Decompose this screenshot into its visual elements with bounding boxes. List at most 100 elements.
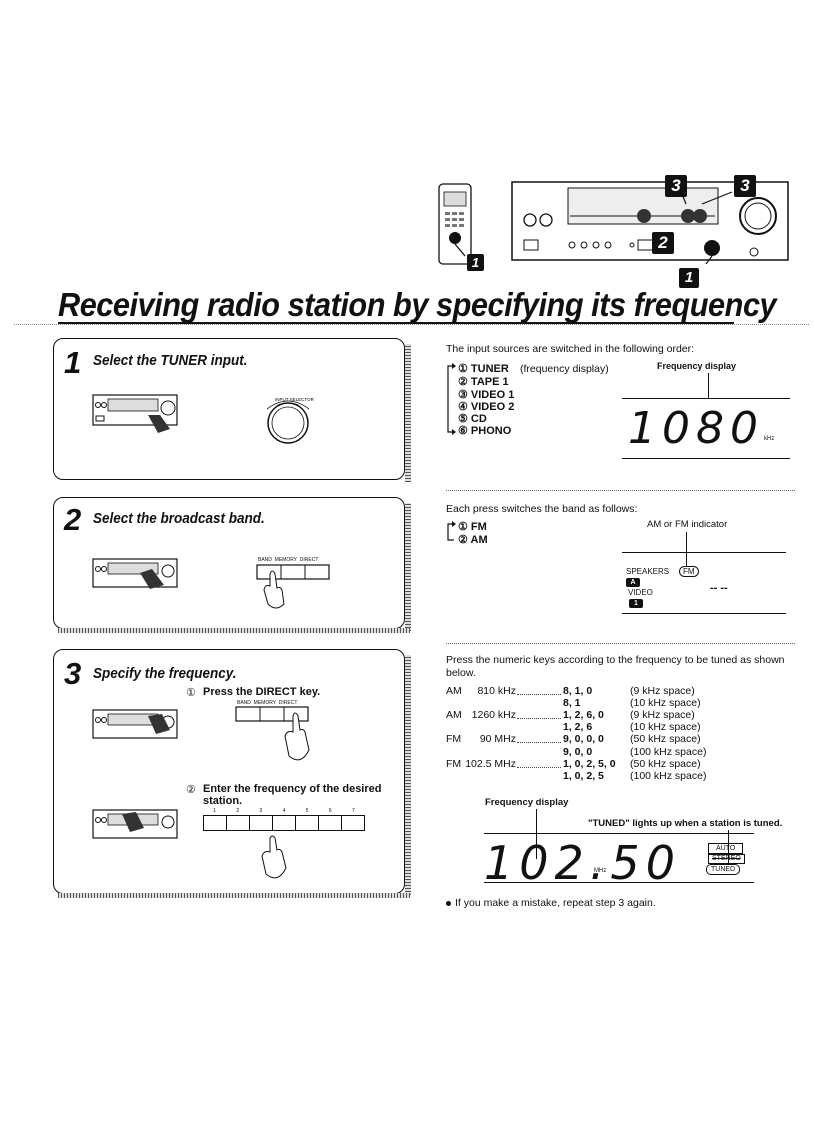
step-2-shadow-bottom xyxy=(58,628,410,633)
display-bottom-rule xyxy=(622,458,790,459)
keypad-labels-step3: BAND MEMORY DIRECT xyxy=(237,700,298,706)
band-item-fm: ① FM xyxy=(458,521,487,533)
input-item-tape1: ② TAPE 1 xyxy=(458,376,509,388)
freq-row-space: (10 kHz space) xyxy=(630,697,701,710)
section-divider-1 xyxy=(446,490,795,491)
step-1-number: 1 xyxy=(64,345,82,380)
band-intro: Each press switches the band as follows: xyxy=(446,503,638,515)
tuned-note: "TUNED" lights up when a station is tune… xyxy=(588,818,783,829)
mistake-note: If you make a mistake, repeat step 3 aga… xyxy=(455,897,656,909)
callout-badge-1b: 1 xyxy=(679,268,699,288)
stereo-indicator: STEREO xyxy=(708,854,745,864)
speakers-indicator: SPEAKERS xyxy=(626,567,670,576)
freq-row-space: (10 kHz space) xyxy=(630,721,701,734)
freq-row-keys: 1, 2, 6 xyxy=(563,721,593,734)
input-item-tuner: ① TUNER xyxy=(458,363,509,375)
display-pointer-line xyxy=(708,373,709,399)
numkey-label: 6 xyxy=(328,808,332,814)
numkey-label: 4 xyxy=(282,808,286,814)
band-item-am: ② AM xyxy=(458,534,488,546)
freq-row-keys: 8, 1 xyxy=(563,697,581,710)
band-cycle-bracket xyxy=(447,521,456,541)
step-3-shadow xyxy=(405,655,411,895)
cycle-bracket xyxy=(447,363,456,435)
input-selector-knob-illustration: INPUT SELECTOR xyxy=(266,397,315,444)
numkey-label: 3 xyxy=(259,808,263,814)
band-indicator-caption: AM or FM indicator xyxy=(647,519,728,530)
freq-row-band: AM xyxy=(446,685,462,697)
numkey-label: 2 xyxy=(236,808,240,814)
step-3-number: 3 xyxy=(64,656,82,691)
receiver-mini-illustration-3 xyxy=(92,709,178,739)
callout-badge-1: 1 xyxy=(467,254,484,271)
tuned-pointer-line xyxy=(728,830,729,864)
keypad-step3-illustration xyxy=(235,706,310,761)
freq-row-keys: 8, 1, 0 xyxy=(563,685,593,697)
remote-control-illustration xyxy=(438,183,472,265)
step-3-box xyxy=(53,649,405,894)
freq-row-band: FM xyxy=(446,757,462,770)
numeric-display-bottom-rule xyxy=(484,882,754,883)
freq-row-band: AM xyxy=(446,709,462,722)
input-order-intro: The input sources are switched in the fo… xyxy=(446,343,695,355)
indicator-top-rule xyxy=(622,552,786,553)
numeric-display-caption: Frequency display xyxy=(485,797,569,808)
freq-row-keys: 1, 0, 2, 5 xyxy=(563,769,604,782)
step-3-shadow-bottom xyxy=(58,893,410,898)
input-item-cd: ⑤ CD xyxy=(458,413,487,425)
auto-indicator: AUTO xyxy=(708,843,744,854)
dash-segments: -- -- xyxy=(710,582,728,594)
video-indicator: VIDEO xyxy=(628,588,653,597)
freq-row-band: FM xyxy=(446,733,462,746)
freq-row-space: (50 kHz space) xyxy=(630,757,701,770)
display-top-rule xyxy=(622,398,790,399)
title-underline xyxy=(58,322,734,324)
callout-badge-3b: 3 xyxy=(734,175,756,197)
input-item-video2: ④ VIDEO 2 xyxy=(458,401,515,413)
input-item-video1: ③ VIDEO 1 xyxy=(458,389,515,401)
freq-row-space: (100 kHz space) xyxy=(630,769,707,782)
title-dotted-rule xyxy=(14,324,809,325)
input-item-phono: ⑥ PHONO xyxy=(458,425,512,437)
numeric-display-unit: MHz xyxy=(594,868,607,874)
freq-row-frequency: 1260 kHz xyxy=(471,709,516,722)
freq-row-keys: 1, 2, 6, 0 xyxy=(563,709,604,722)
numkey-row: 1 2 3 4 5 6 7 xyxy=(203,808,365,834)
leader-dots xyxy=(517,709,561,720)
hand-pressing-key-illustration xyxy=(261,835,287,879)
receiver-mini-illustration xyxy=(92,394,178,433)
callout-badge-2: 2 xyxy=(652,232,674,254)
numeric-pointer-line xyxy=(536,809,537,859)
freq-row-space: (9 kHz space) xyxy=(630,685,695,697)
video-number-indicator: 1 xyxy=(629,599,643,608)
callout-badge-3a: 3 xyxy=(665,175,687,197)
step-3-sub2-number: ② xyxy=(186,784,196,796)
receiver-mini-illustration-2 xyxy=(92,558,178,589)
frequency-display-unit: kHz xyxy=(764,436,775,442)
freq-row-keys: 1, 0, 2, 5, 0 xyxy=(563,757,616,770)
indicator-bottom-rule xyxy=(622,613,786,614)
step-2-number: 2 xyxy=(64,502,82,537)
receiver-mini-illustration-4 xyxy=(92,809,178,839)
numkey-label: 1 xyxy=(213,808,216,814)
speaker-a-indicator: A xyxy=(626,578,640,587)
section-divider-2 xyxy=(446,643,795,644)
freq-row-space: (100 kHz space) xyxy=(630,745,707,758)
leader-dots xyxy=(517,758,561,768)
step-1-shadow xyxy=(405,344,411,482)
leader-dots xyxy=(517,685,561,695)
freq-row-frequency: 810 kHz xyxy=(477,685,516,697)
freq-row-space: (9 kHz space) xyxy=(630,709,695,722)
numeric-display-top-rule xyxy=(484,833,754,834)
keypad-step2-illustration xyxy=(256,564,330,609)
indicator-pointer-line xyxy=(686,532,687,566)
freq-row-frequency: 102.5 MHz xyxy=(465,757,516,770)
freq-row-frequency: 90 MHz xyxy=(479,733,516,746)
input-item-tuner-note: (frequency display) xyxy=(520,363,609,375)
keypad-labels-step2: BAND MEMORY DIRECT xyxy=(258,557,319,563)
numkey-label: 7 xyxy=(352,808,355,814)
step-3-sub2-text: Enter the frequency of the desired stati… xyxy=(203,783,382,807)
numeric-intro: Press the numeric keys according to the … xyxy=(446,654,785,679)
freq-row-keys: 9, 0, 0 xyxy=(563,745,593,758)
frequency-display-value: 1080 xyxy=(628,403,764,454)
